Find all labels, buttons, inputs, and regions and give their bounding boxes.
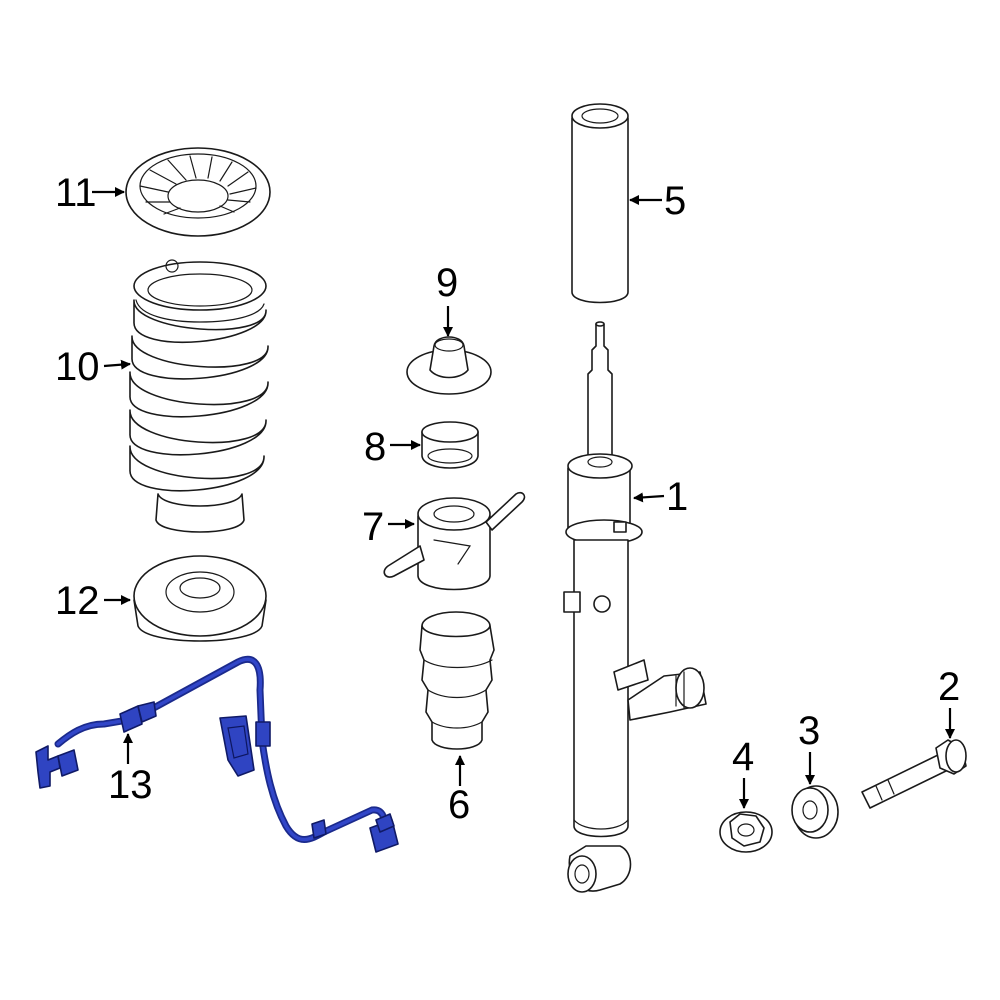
- callout-1: 1: [666, 475, 688, 519]
- top-mount[interactable]: [406, 336, 492, 395]
- callout-5: 5: [664, 179, 686, 223]
- sensor-wire-harness[interactable]: [35, 655, 399, 853]
- callout-10: 10: [55, 345, 100, 389]
- jounce-bumper[interactable]: [419, 611, 495, 750]
- callout-3: 3: [798, 709, 820, 753]
- callout-7: 7: [362, 505, 384, 549]
- coil-spring[interactable]: [129, 259, 269, 533]
- flange-nut[interactable]: [719, 811, 773, 853]
- callout-11: 11: [55, 171, 97, 215]
- washer[interactable]: [791, 785, 839, 839]
- bushing[interactable]: [421, 421, 479, 469]
- bolt[interactable]: [861, 739, 967, 809]
- leader-lines: [92, 187, 955, 809]
- callout-9: 9: [436, 261, 458, 305]
- callout-4: 4: [732, 735, 754, 779]
- callout-12: 12: [55, 579, 100, 623]
- lower-spring-seat[interactable]: [133, 555, 267, 642]
- callout-labels: 11 10 12 9 8 7 6 5 1 4 3 2 13: [55, 171, 960, 827]
- callout-8: 8: [364, 425, 386, 469]
- callout-13: 13: [108, 763, 153, 807]
- upper-spring-seat[interactable]: [125, 147, 271, 237]
- dust-boot[interactable]: [571, 103, 629, 304]
- strut-assembly[interactable]: [563, 321, 707, 893]
- bumper-bracket[interactable]: [383, 491, 526, 591]
- callout-6: 6: [448, 783, 470, 827]
- callout-2: 2: [938, 665, 960, 709]
